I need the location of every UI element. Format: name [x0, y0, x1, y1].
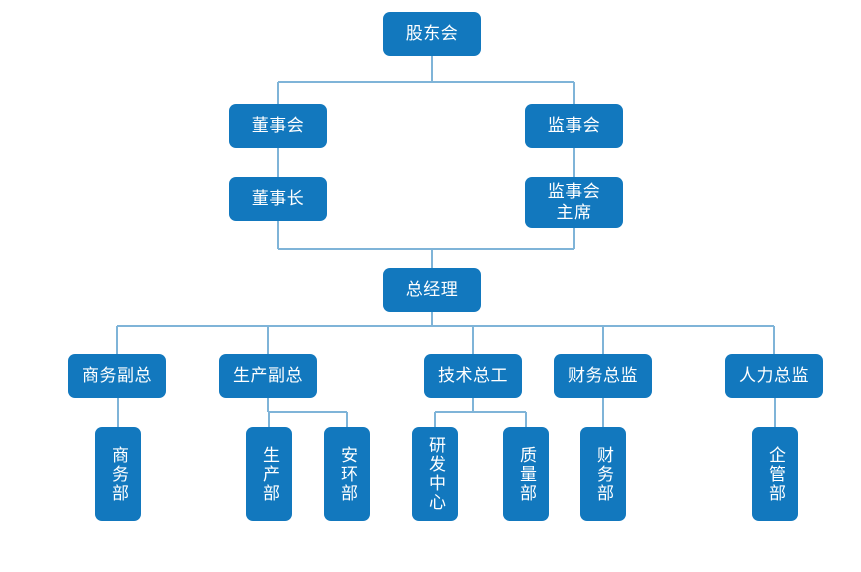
- node-cfo[interactable]: 财务总监: [554, 354, 652, 398]
- node-dept-production[interactable]: 生产部: [246, 427, 292, 521]
- node-label-dept-safety-env: 安环部: [337, 445, 358, 503]
- node-dept-finance[interactable]: 财务部: [580, 427, 626, 521]
- node-label-dept-quality: 质量部: [516, 445, 537, 503]
- node-supervisor-chair[interactable]: 监事会 主席: [525, 177, 623, 228]
- node-label-dept-business: 商务部: [108, 445, 129, 503]
- node-shareholders[interactable]: 股东会: [383, 12, 481, 56]
- node-dept-quality[interactable]: 质量部: [503, 427, 549, 521]
- node-vp-production[interactable]: 生产副总: [219, 354, 317, 398]
- node-board-supervisors[interactable]: 监事会: [525, 104, 623, 148]
- node-label-supervisor-chair: 监事会 主席: [547, 182, 601, 223]
- node-dept-rnd-center[interactable]: 研发中心: [412, 427, 458, 521]
- node-dept-enterprise-mgmt[interactable]: 企管部: [752, 427, 798, 521]
- node-chief-engineer[interactable]: 技术总工: [424, 354, 522, 398]
- node-label-vp-business: 商务副总: [82, 365, 152, 386]
- node-label-chief-engineer: 技术总工: [438, 365, 508, 386]
- node-dept-safety-env[interactable]: 安环部: [324, 427, 370, 521]
- node-label-dept-finance: 财务部: [593, 445, 614, 503]
- node-vp-business[interactable]: 商务副总: [68, 354, 166, 398]
- node-board-directors[interactable]: 董事会: [229, 104, 327, 148]
- node-general-manager[interactable]: 总经理: [383, 268, 481, 312]
- node-label-vp-production: 生产副总: [233, 365, 303, 386]
- node-label-chairman: 董事长: [251, 188, 305, 209]
- node-label-hr-director: 人力总监: [739, 365, 809, 386]
- node-label-dept-production: 生产部: [259, 445, 280, 503]
- node-label-board-supervisors: 监事会: [547, 115, 601, 136]
- node-hr-director[interactable]: 人力总监: [725, 354, 823, 398]
- node-label-general-manager: 总经理: [405, 279, 459, 300]
- node-dept-business[interactable]: 商务部: [95, 427, 141, 521]
- node-label-dept-rnd-center: 研发中心: [425, 436, 446, 512]
- node-label-board-directors: 董事会: [251, 115, 305, 136]
- node-label-dept-enterprise-mgmt: 企管部: [765, 445, 786, 503]
- node-label-shareholders: 股东会: [405, 23, 459, 44]
- node-chairman[interactable]: 董事长: [229, 177, 327, 221]
- node-label-cfo: 财务总监: [568, 365, 638, 386]
